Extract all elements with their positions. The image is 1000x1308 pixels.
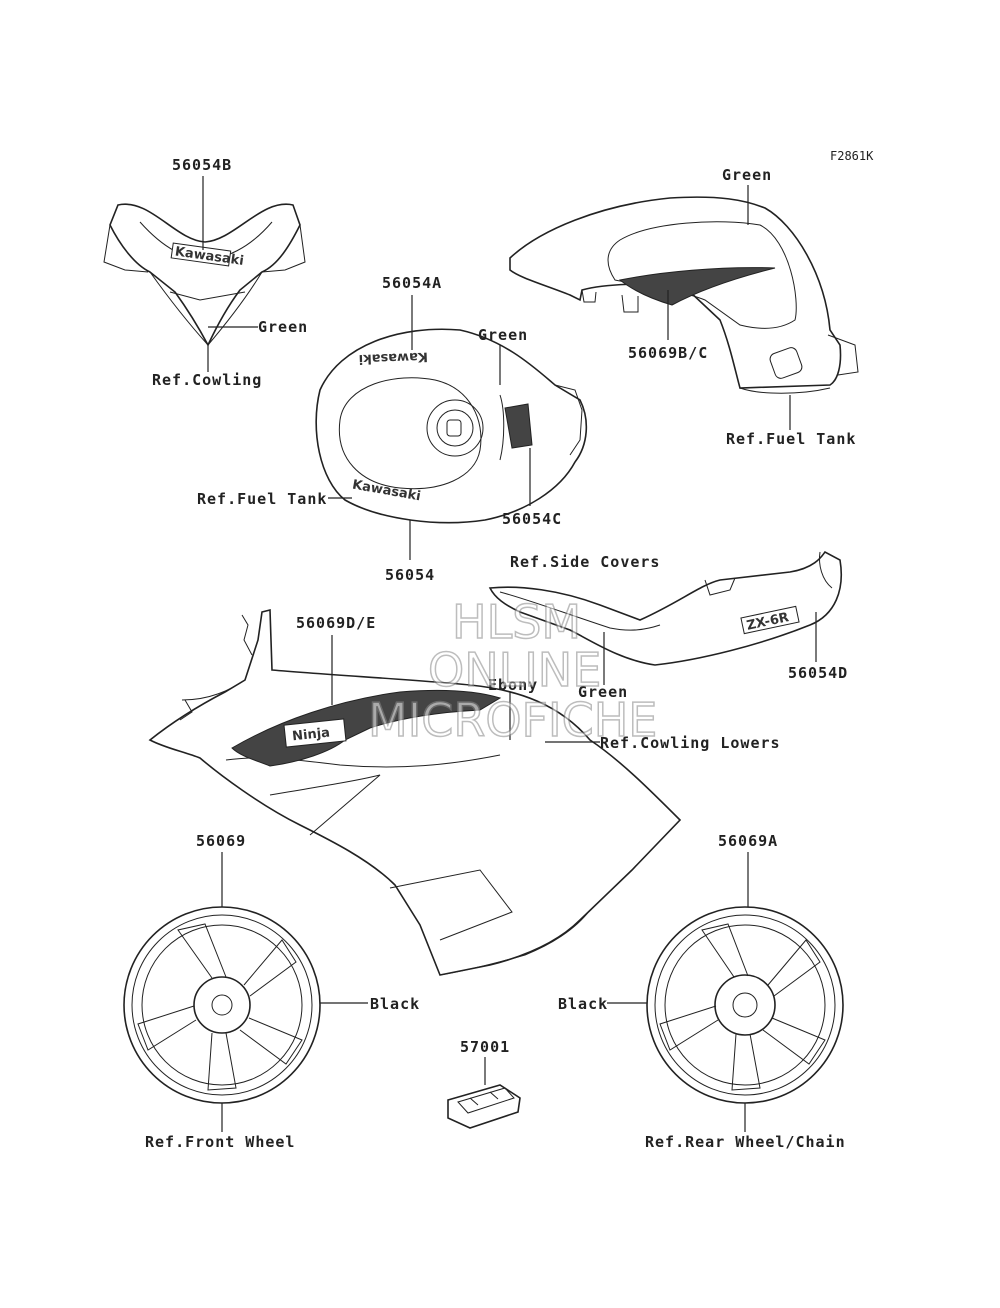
- note-ref-fuel-tank-right: Ref.Fuel Tank: [726, 430, 856, 448]
- callout-56054C: 56054C: [502, 510, 562, 528]
- callout-56054: 56054: [385, 566, 435, 584]
- svg-text:Ninja: Ninja: [291, 725, 330, 744]
- note-ebony: Ebony: [488, 676, 538, 694]
- note-ref-fuel-tank-left: Ref.Fuel Tank: [197, 490, 327, 508]
- svg-text:Kawasaki: Kawasaki: [351, 477, 422, 504]
- callout-56069A: 56069A: [718, 832, 778, 850]
- watermark: HLSM ONLINE MICROFICHE: [367, 594, 658, 748]
- upper-cowling: [103, 203, 306, 347]
- tank-decal-zx: [504, 403, 533, 449]
- note-green-tank: Green: [478, 326, 528, 344]
- figure-id: F2861K: [830, 149, 874, 163]
- rear-wheel: [646, 906, 844, 1104]
- svg-text:HLSM: HLSM: [452, 595, 581, 649]
- callout-56054B: 56054B: [172, 156, 232, 174]
- note-green-lower: Green: [578, 683, 628, 701]
- note-ref-cowling: Ref.Cowling: [152, 371, 262, 389]
- callout-56054D: 56054D: [788, 664, 848, 682]
- callout-56069: 56069: [196, 832, 246, 850]
- seat-side-covers: [488, 550, 842, 666]
- note-black-front: Black: [370, 995, 420, 1013]
- svg-text:ZX-6R: ZX-6R: [745, 610, 790, 634]
- tank-decal-kawasaki-top: Kawasaki: [358, 349, 428, 366]
- note-ref-cowling-lowers: Ref.Cowling Lowers: [600, 734, 781, 752]
- front-wheel: [123, 906, 321, 1104]
- note-green-cowling: Green: [258, 318, 308, 336]
- side-cover-stripe-decal: [618, 267, 776, 306]
- note-black-rear: Black: [558, 995, 608, 1013]
- svg-text:Kawasaki: Kawasaki: [358, 349, 428, 366]
- note-ref-rear-wheel: Ref.Rear Wheel/Chain: [645, 1133, 846, 1151]
- callout-56069DE: 56069D/E: [296, 614, 376, 632]
- lower-cowling-ninja-decal: Ninja: [231, 689, 502, 767]
- svg-text:MICROFICHE: MICROFICHE: [368, 693, 657, 747]
- tank-side-cover: [509, 196, 859, 394]
- tank-decal-kawasaki-side: Kawasaki: [351, 477, 422, 504]
- side-cover-decal-zx6r: ZX-6R: [740, 605, 800, 635]
- note-green-sidecover: Green: [722, 166, 772, 184]
- callout-56054A: 56054A: [382, 274, 442, 292]
- note-ref-side-covers: Ref.Side Covers: [510, 553, 660, 571]
- clip: [447, 1084, 521, 1129]
- callout-57001: 57001: [460, 1038, 510, 1056]
- cowling-decal-kawasaki: Kawasaki: [170, 242, 245, 269]
- callout-56069BC: 56069B/C: [628, 344, 708, 362]
- fuel-tank: [315, 328, 588, 524]
- note-ref-front-wheel: Ref.Front Wheel: [145, 1133, 295, 1151]
- svg-text:ONLINE: ONLINE: [428, 643, 601, 697]
